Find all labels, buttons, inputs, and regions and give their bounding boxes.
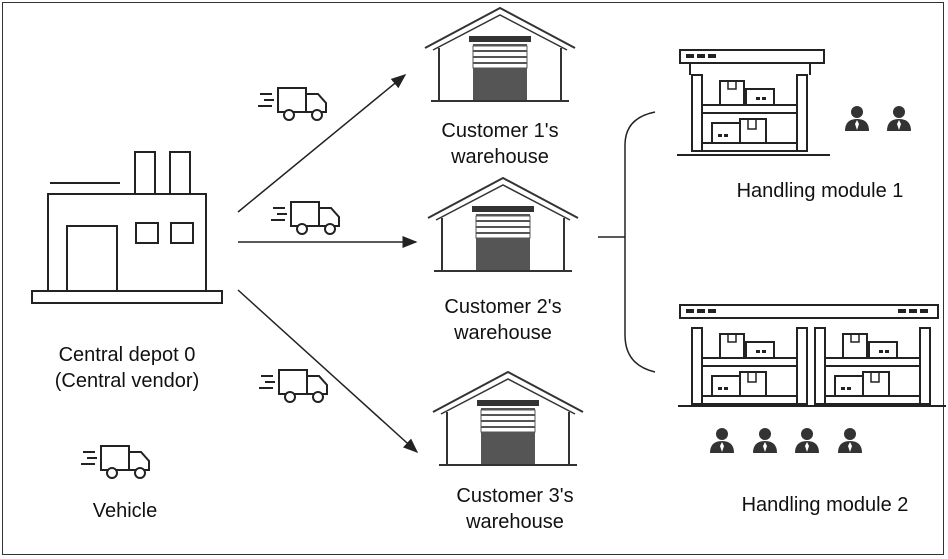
vehicle-legend-truck-icon <box>80 445 150 479</box>
customer-2-label: Customer 2's warehouse <box>418 294 588 346</box>
handling-module-2-rack <box>678 304 946 407</box>
worker-icon <box>795 428 819 453</box>
customer-2-label-line1: Customer 2's <box>444 296 562 318</box>
arrow-to-customer-1 <box>237 74 407 213</box>
customer-3-label-line1: Customer 3's <box>456 485 574 507</box>
worker-icon <box>838 428 862 453</box>
arrow-to-customer-3 <box>237 289 419 454</box>
truck-icon <box>257 87 327 121</box>
customer-1-warehouse-icon <box>424 7 576 102</box>
customer-1-label-line1: Customer 1's <box>441 120 559 142</box>
worker-icon <box>710 428 734 453</box>
handling-module-1-label: Handling module 1 <box>736 180 904 202</box>
customer-2-label-line2: warehouse <box>454 322 552 344</box>
central-depot-building <box>31 151 223 304</box>
customer-3-warehouse-icon <box>432 371 584 466</box>
worker-icon <box>887 106 911 131</box>
depot-label: Central depot 0 (Central vendor) <box>22 342 232 394</box>
truck-icon <box>270 201 340 235</box>
worker-icon <box>845 106 869 131</box>
customer-1-label-line2: warehouse <box>451 146 549 168</box>
handling-module-1-rack <box>677 49 830 156</box>
customer-3-label: Customer 3's warehouse <box>430 483 600 535</box>
handling-module-1-workers <box>845 106 911 131</box>
depot-label-line1: Central depot 0 <box>58 344 196 366</box>
depot-label-line2: (Central vendor) <box>54 370 200 392</box>
assignment-brace <box>598 111 656 373</box>
truck-icon <box>258 369 328 403</box>
vehicle-legend-label: Vehicle <box>92 500 158 522</box>
customer-1-label: Customer 1's warehouse <box>415 118 585 170</box>
handling-module-2-label: Handling module 2 <box>741 494 909 516</box>
customer-2-warehouse-icon <box>427 177 579 272</box>
handling-module-2-workers <box>710 428 862 453</box>
customer-3-label-line2: warehouse <box>466 511 564 533</box>
worker-icon <box>753 428 777 453</box>
